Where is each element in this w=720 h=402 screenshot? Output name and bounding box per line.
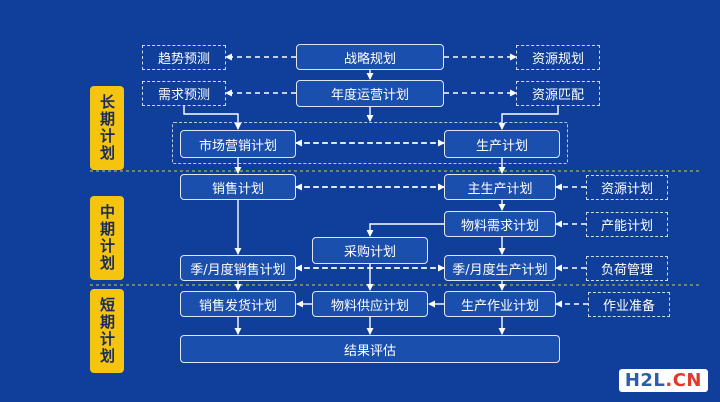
sales-plan-box: 销售计划 <box>180 174 296 200</box>
resource-plan-box: 资源规划 <box>516 45 600 70</box>
resource-match-box: 资源匹配 <box>516 81 600 106</box>
watermark-logo: H2L.CN <box>618 369 708 392</box>
master-production-plan-box: 主生产计划 <box>444 174 556 200</box>
seasonal-production-plan-box: 季/月度生产计划 <box>444 255 556 281</box>
annual-ops-plan-box: 年度运营计划 <box>296 80 444 107</box>
load-management-box: 负荷管理 <box>586 256 668 281</box>
phase-long-term: 长期计划 <box>90 86 124 170</box>
operation-prep-box: 作业准备 <box>588 292 670 317</box>
result-evaluation-box: 结果评估 <box>180 335 560 363</box>
sales-delivery-plan-box: 销售发货计划 <box>180 291 296 317</box>
production-operation-plan-box: 生产作业计划 <box>444 291 556 317</box>
arrow-match-production <box>498 106 559 130</box>
arrow-mrp-purchase <box>366 223 444 237</box>
phase-short-term: 短期计划 <box>90 289 124 373</box>
marketing-plan-box: 市场营销计划 <box>180 130 296 158</box>
resource-plan-mid-box: 资源计划 <box>586 175 668 200</box>
capacity-plan-box: 产能计划 <box>586 212 668 237</box>
seasonal-sales-plan-box: 季/月度销售计划 <box>180 255 296 281</box>
purchase-plan-box: 采购计划 <box>312 237 428 264</box>
watermark-suffix: .CN <box>665 370 702 391</box>
long-term-execution-region <box>172 122 568 164</box>
phase-mid-term: 中期计划 <box>90 196 124 280</box>
demand-forecast-box: 需求预测 <box>142 81 226 106</box>
trend-forecast-box: 趋势预测 <box>142 45 226 70</box>
arrow-demand-market <box>183 106 242 130</box>
material-requirements-plan-box: 物料需求计划 <box>444 211 556 237</box>
material-supply-plan-box: 物料供应计划 <box>312 291 428 317</box>
strategic-plan-box: 战略规划 <box>296 44 444 70</box>
production-plan-box: 生产计划 <box>444 130 560 158</box>
watermark-main: H2L <box>624 370 666 391</box>
